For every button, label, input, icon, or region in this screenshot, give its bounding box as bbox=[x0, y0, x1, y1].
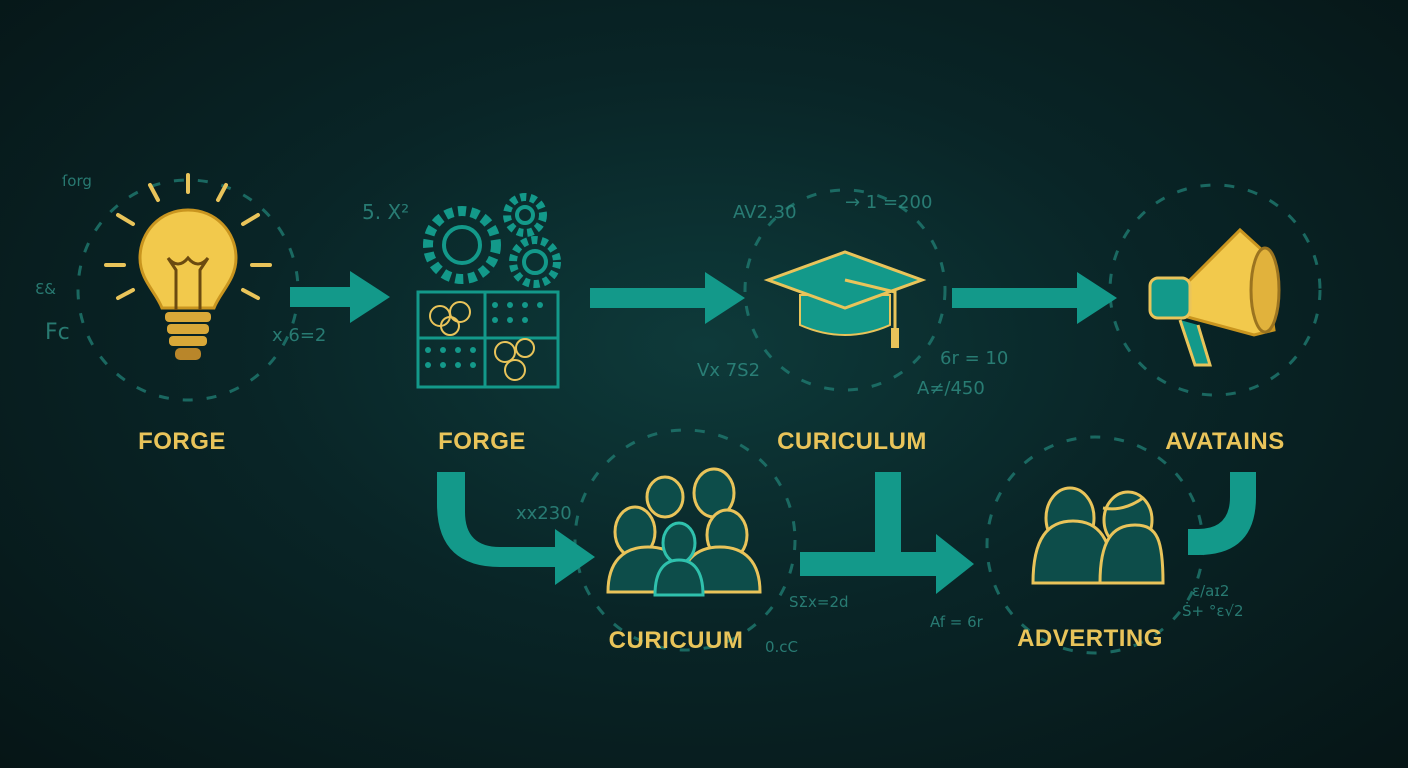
arrow-right bbox=[952, 272, 1117, 324]
arrow-curved-hook bbox=[1188, 472, 1256, 555]
math-scribble: 6r = 10 bbox=[940, 348, 1009, 369]
math-scribble: → 1 =200 bbox=[845, 192, 933, 213]
math-scribble: 0.cC bbox=[765, 638, 799, 656]
math-scribble: A≠/450 bbox=[917, 378, 985, 399]
math-scribble: ſorg bbox=[62, 172, 92, 190]
math-scribble: Fc bbox=[45, 320, 70, 345]
math-scribble: Ɛ& bbox=[35, 280, 56, 298]
arrow-curved-down-right bbox=[437, 472, 595, 585]
step-label-forge-2: FORGE bbox=[438, 428, 526, 455]
graduation-cap-icon bbox=[763, 250, 927, 348]
step-label-curicuum: CURICUUM bbox=[608, 627, 744, 654]
two-people-icon bbox=[1031, 486, 1165, 585]
step-label-adverting: ADVERTING bbox=[1017, 625, 1163, 652]
math-scribble: x 6=2 bbox=[272, 325, 327, 346]
lightbulb-icon bbox=[104, 173, 272, 360]
math-scribble: Ṡ+ °ɛ√2 bbox=[1182, 602, 1244, 620]
math-scribble: Af = 6r bbox=[930, 613, 983, 631]
arrow-right bbox=[590, 272, 745, 324]
megaphone-icon bbox=[1148, 227, 1281, 367]
math-scribble: Vx 7S2 bbox=[697, 360, 761, 381]
step-label-forge-1: FORGE bbox=[138, 428, 226, 455]
dashed-ring bbox=[743, 188, 947, 392]
math-scribble: SΣx=2d bbox=[789, 593, 849, 611]
group-people-icon bbox=[606, 467, 762, 597]
math-scribble: AV2.30 bbox=[733, 202, 797, 223]
math-scribble: ɛ/aɪ2 bbox=[1192, 582, 1230, 600]
step-label-avatains: AVATAINS bbox=[1165, 428, 1285, 455]
gears-dashboard-icon bbox=[416, 193, 561, 389]
dashed-ring bbox=[1108, 183, 1322, 397]
math-scribble: xx230 bbox=[516, 503, 572, 524]
dashed-ring bbox=[573, 428, 797, 652]
arrow-t-junction bbox=[800, 472, 974, 594]
math-scribble: 5. X² bbox=[362, 200, 410, 224]
step-label-curiculum: CURICULUM bbox=[777, 428, 927, 455]
arrow-right bbox=[290, 271, 390, 323]
